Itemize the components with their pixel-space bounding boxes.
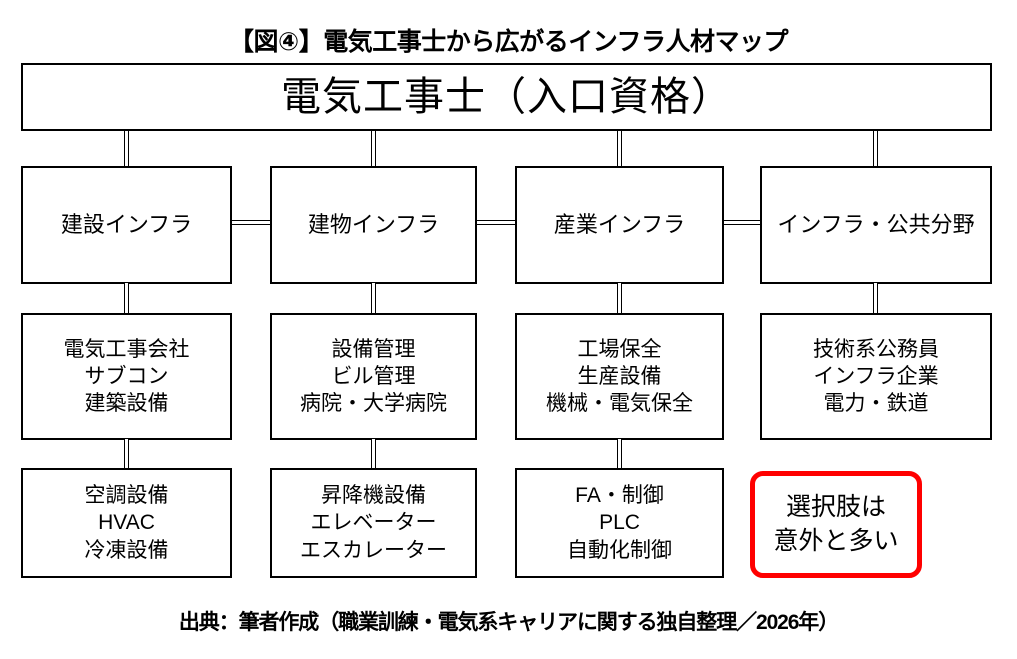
root-node-electrician: 電気工事士（入口資格） <box>21 63 992 131</box>
connector-cat3-to-row2 <box>617 283 622 314</box>
category-label: 建設インフラ <box>60 211 193 237</box>
detail-node-industrial-jobs: 工場保全 生産設備 機械・電気保全 <box>515 313 724 440</box>
detail-node-building-jobs: 設備管理 ビル管理 病院・大学病院 <box>270 313 477 440</box>
detail-node-construction-jobs: 電気工事会社 サブコン 建築設備 <box>21 313 232 440</box>
detail-line: サブコン <box>84 364 169 388</box>
detail-line: 昇降機設備 <box>321 484 426 508</box>
detail-line: 設備管理 <box>331 337 416 361</box>
detail-line: 空調設備 <box>84 484 169 508</box>
detail-line: 工場保全 <box>577 337 662 361</box>
connector-cat1-cat2 <box>231 220 272 225</box>
detail-line: FA・制御 <box>575 484 664 508</box>
detail-line: ビル管理 <box>331 364 416 388</box>
category-node-construction: 建設インフラ <box>21 166 232 284</box>
category-node-building: 建物インフラ <box>270 166 477 284</box>
connector-cat1-to-row2 <box>124 283 129 314</box>
category-label: インフラ・公共分野 <box>777 211 975 237</box>
detail-node-hvac: 空調設備 HVAC 冷凍設備 <box>21 468 232 578</box>
detail-line: 冷凍設備 <box>84 538 169 562</box>
category-label: 建物インフラ <box>307 211 440 237</box>
connector-row2-to-row3-col1 <box>124 439 129 469</box>
connector-root-to-col1 <box>124 131 129 167</box>
category-label: 産業インフラ <box>553 211 686 237</box>
detail-node-public-jobs: 技術系公務員 インフラ企業 電力・鉄道 <box>760 313 992 440</box>
detail-node-elevator: 昇降機設備 エレベーター エスカレーター <box>270 468 477 578</box>
detail-node-fa-control: FA・制御 PLC 自動化制御 <box>515 468 724 578</box>
figure-source-note: 出典：筆者作成（職業訓練・電気系キャリアに関する独自整理／2026年） <box>178 611 839 634</box>
connector-row2-to-row3-col3 <box>617 439 622 469</box>
root-node-label: 電気工事士（入口資格） <box>281 75 732 119</box>
detail-line: PLC <box>599 511 640 535</box>
callout-line: 意外と多い <box>773 526 899 555</box>
detail-line: エレベーター <box>310 511 437 535</box>
connector-row2-to-row3-col2 <box>371 439 376 469</box>
connector-cat2-to-row2 <box>371 283 376 314</box>
detail-line: 自動化制御 <box>567 538 672 562</box>
detail-line: 建築設備 <box>84 392 169 416</box>
detail-line: 機械・電気保全 <box>546 392 693 416</box>
category-node-public: インフラ・公共分野 <box>760 166 992 284</box>
callout-line: 選択肢は <box>785 492 886 521</box>
figure-title: 【図④】電気工事士から広がるインフラ人材マップ <box>229 28 788 56</box>
detail-line: 電力・鉄道 <box>823 392 929 416</box>
category-node-industrial: 産業インフラ <box>515 166 724 284</box>
detail-line: HVAC <box>98 511 155 535</box>
detail-line: 技術系公務員 <box>813 337 939 361</box>
connector-cat3-cat4 <box>722 220 762 225</box>
connector-cat2-cat3 <box>476 220 517 225</box>
detail-line: 電気工事会社 <box>63 337 190 361</box>
detail-line: エスカレーター <box>300 538 447 562</box>
connector-root-to-col3 <box>617 131 622 167</box>
connector-root-to-col4 <box>873 131 878 167</box>
connector-cat4-to-row2 <box>873 283 878 314</box>
detail-line: インフラ企業 <box>813 364 939 388</box>
connector-root-to-col2 <box>371 131 376 167</box>
detail-line: 生産設備 <box>577 364 662 388</box>
detail-line: 病院・大学病院 <box>300 392 447 416</box>
callout-box-many-options: 選択肢は 意外と多い <box>750 471 922 578</box>
